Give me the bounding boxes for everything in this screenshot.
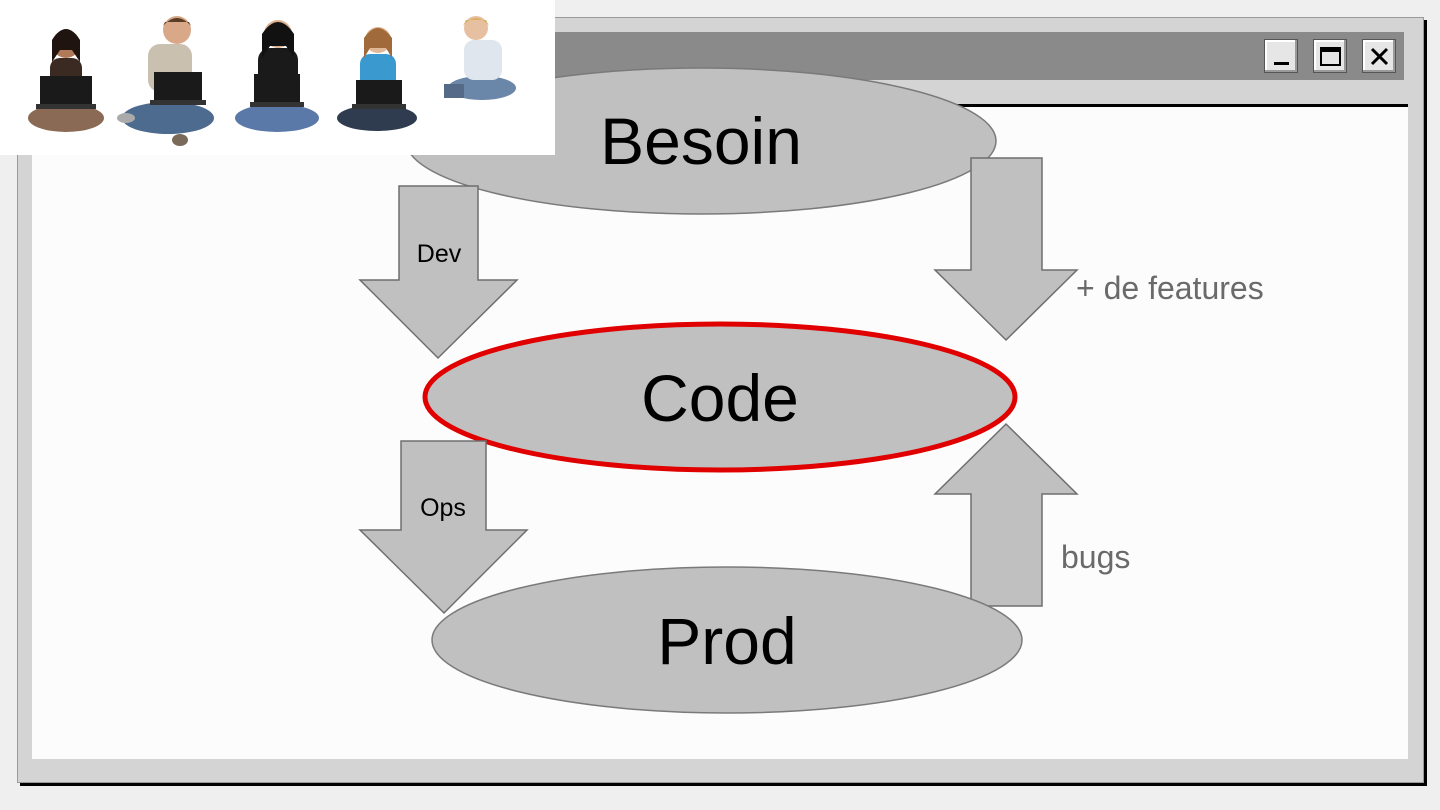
- person-with-laptop-icon: [117, 16, 214, 146]
- people-photo-strip: [0, 0, 555, 155]
- maximize-icon: [1320, 47, 1341, 66]
- person-with-laptop-icon: [444, 16, 516, 100]
- node-code: [422, 321, 1018, 473]
- close-icon: [1370, 47, 1389, 66]
- arrow-ops: [358, 440, 529, 615]
- node-code-label: Code: [641, 361, 799, 435]
- minimize-button[interactable]: [1264, 39, 1298, 73]
- person-with-laptop-icon: [337, 27, 417, 131]
- arrow-bugs: [933, 422, 1079, 607]
- maximize-button[interactable]: [1313, 39, 1347, 73]
- node-prod-label: Prod: [657, 604, 796, 678]
- close-button[interactable]: [1362, 39, 1396, 73]
- minimize-icon: [1274, 62, 1289, 65]
- people-illustration: [28, 16, 516, 146]
- person-with-laptop-icon: [235, 20, 319, 132]
- arrow-bugs-label: bugs: [1061, 539, 1130, 575]
- arrow-dev: [358, 185, 519, 360]
- person-with-laptop-icon: [28, 29, 104, 132]
- arrow-features: [933, 157, 1079, 342]
- node-besoin-label: Besoin: [600, 104, 802, 178]
- node-prod: [431, 566, 1023, 714]
- arrow-dev-label: Dev: [417, 240, 462, 268]
- arrow-ops-label: Ops: [420, 494, 466, 522]
- arrow-features-label: + de features: [1076, 270, 1264, 306]
